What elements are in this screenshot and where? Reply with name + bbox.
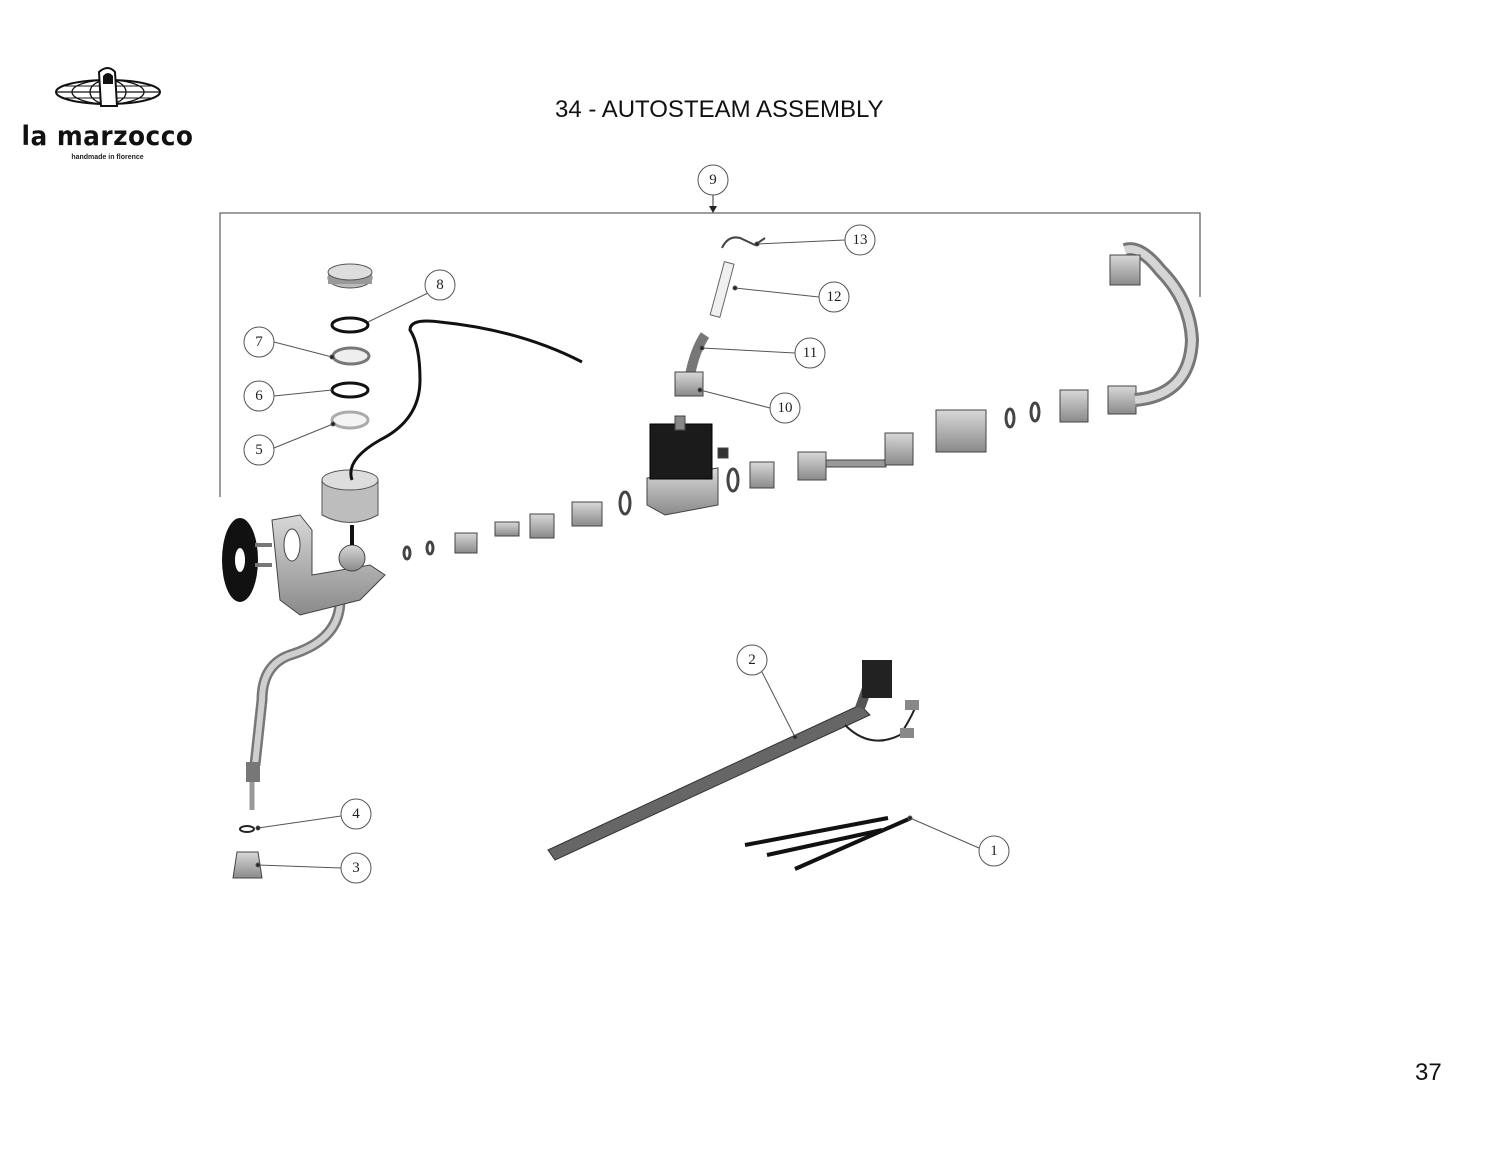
svg-text:1: 1 — [990, 843, 998, 859]
callout-6: 6 — [243, 380, 275, 412]
globe-lion-emblem — [54, 67, 161, 107]
callout-12: 12 — [818, 281, 850, 313]
svg-text:9: 9 — [709, 172, 717, 188]
steam-wand-part — [246, 599, 346, 810]
svg-text:13: 13 — [853, 232, 868, 248]
brand-name: la marzocco — [21, 121, 194, 152]
top-small-parts — [674, 236, 766, 397]
callout-5: 5 — [243, 434, 275, 466]
right-steam-pipe — [1109, 242, 1200, 407]
sensor-cable — [349, 319, 583, 481]
callout-7: 7 — [243, 326, 275, 358]
svg-text:12: 12 — [827, 289, 842, 305]
brand-logo: la marzocco handmade in florence — [10, 62, 205, 161]
brand-tagline: handmade in florence — [71, 154, 144, 161]
svg-text:6: 6 — [255, 388, 263, 404]
page-title: 34 - AUTOSTEAM ASSEMBLY — [555, 96, 884, 123]
callout-8: 8 — [424, 269, 456, 301]
cable-ties-part — [744, 816, 912, 871]
svg-text:11: 11 — [803, 345, 817, 361]
assembly-bracket — [219, 195, 1201, 497]
pipe-fittings — [402, 385, 1137, 561]
callout-2: 2 — [736, 644, 768, 676]
svg-text:2: 2 — [748, 652, 756, 668]
callout-9: 9 — [697, 164, 729, 196]
wiring-harness-part — [547, 660, 919, 861]
callout-3: 3 — [340, 852, 372, 884]
page-number: 37 — [1415, 1059, 1442, 1086]
callout-11: 11 — [794, 337, 826, 369]
nozzle-parts — [232, 825, 263, 879]
callout-4: 4 — [340, 798, 372, 830]
svg-text:8: 8 — [436, 277, 444, 293]
seals-stack — [327, 263, 373, 430]
svg-text:3: 3 — [352, 860, 360, 876]
svg-text:10: 10 — [778, 400, 793, 416]
callout-1: 1 — [978, 835, 1010, 867]
knob-housing-part — [321, 469, 379, 545]
svg-text:7: 7 — [255, 334, 263, 350]
leader-lines — [255, 239, 980, 869]
mounting-bracket-part — [222, 514, 386, 616]
svg-text:5: 5 — [255, 442, 263, 458]
callout-10: 10 — [769, 392, 801, 424]
callout-13: 13 — [844, 224, 876, 256]
svg-text:4: 4 — [352, 806, 360, 822]
